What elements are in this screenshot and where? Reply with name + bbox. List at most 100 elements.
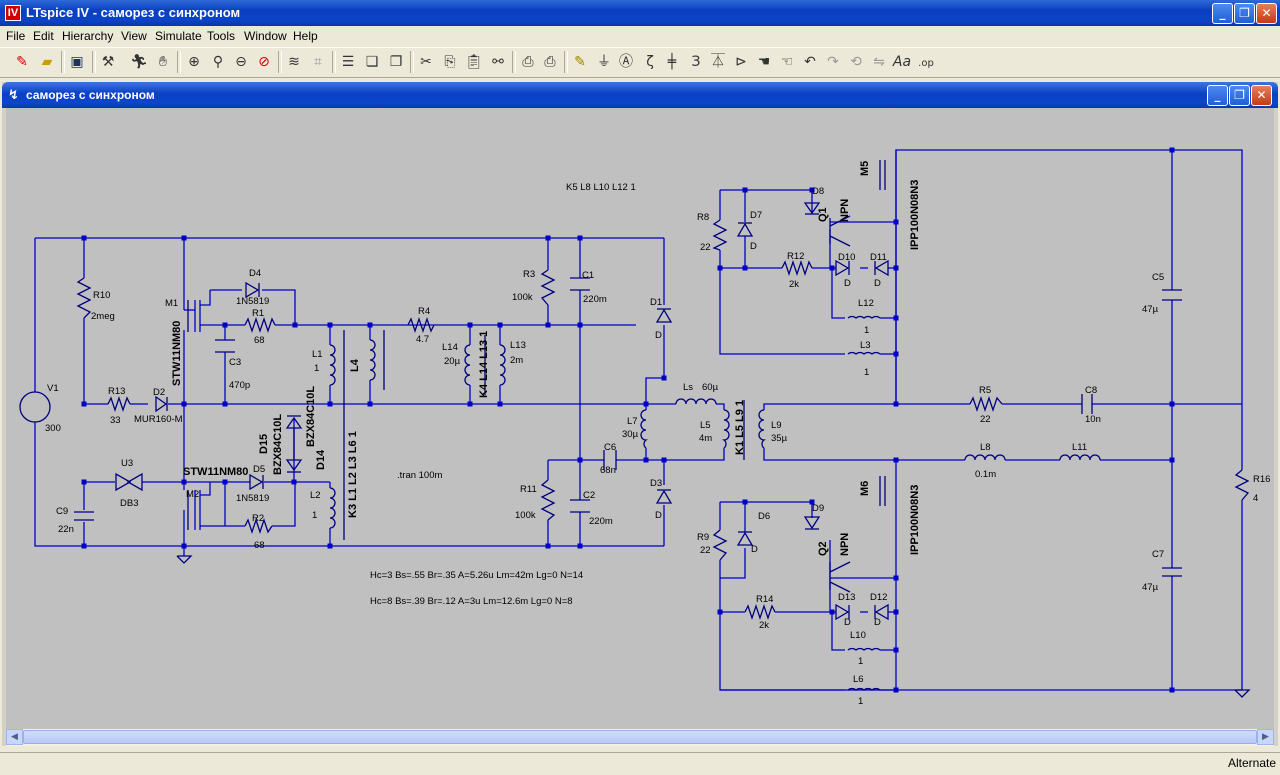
label-lsv[interactable]: 60µ	[702, 382, 719, 393]
new-schematic-icon[interactable]: ✎	[12, 52, 32, 72]
label-r3[interactable]: R3	[523, 269, 535, 280]
label-r16[interactable]: R16	[1253, 474, 1270, 485]
label-d11v[interactable]: D	[874, 278, 881, 289]
diode-icon[interactable]: ⏄	[708, 52, 728, 72]
menu-tools[interactable]: Tools	[207, 29, 235, 43]
child-minimize-button[interactable]: _	[1207, 85, 1228, 106]
label-r14v[interactable]: 2k	[759, 620, 769, 631]
ground-icon[interactable]: ⏚	[594, 52, 614, 72]
menu-simulate[interactable]: Simulate	[155, 29, 202, 43]
label-d1[interactable]: D1	[650, 297, 662, 308]
menu-view[interactable]: View	[121, 29, 147, 43]
label-q1[interactable]: Q1	[817, 207, 829, 222]
scroll-right-icon[interactable]: ▶	[1257, 729, 1274, 745]
label-c9v[interactable]: 22n	[58, 524, 74, 535]
resistor-r3[interactable]	[542, 270, 554, 305]
label-core2[interactable]: Hc=8 Bs=.39 Br=.12 A=3u Lm=12.6m Lg=0 N=…	[370, 596, 573, 607]
close-all-icon[interactable]: ❐	[386, 52, 406, 72]
schematic-icon[interactable]: ↯	[8, 88, 19, 103]
rotate-icon[interactable]: ⟲	[846, 52, 866, 72]
redo-icon[interactable]: ↷	[823, 52, 843, 72]
label-r3v[interactable]: 100k	[512, 292, 533, 303]
resistor-icon[interactable]: ζ	[640, 52, 660, 72]
label-m1v[interactable]: STW11NM80	[171, 321, 183, 386]
open-icon[interactable]: ▰	[37, 52, 57, 72]
label-c6v[interactable]: 68n	[600, 465, 616, 476]
drag-icon[interactable]: ☜	[777, 52, 797, 72]
label-u3v[interactable]: DB3	[120, 498, 138, 509]
label-core1[interactable]: Hc=3 Bs=.55 Br=.35 A=5.26u Lm=42m Lg=0 N…	[370, 570, 583, 581]
label-c2[interactable]: C2	[583, 490, 595, 501]
label-c5[interactable]: C5	[1152, 272, 1164, 283]
label-d14v[interactable]: BZX84C10L	[305, 386, 317, 447]
label-r5v[interactable]: 22	[980, 414, 991, 425]
wire-icon[interactable]: ✎	[570, 52, 590, 72]
label-k4[interactable]: K4 L14 L13 1	[478, 331, 490, 398]
child-maximize-button[interactable]: ❐	[1229, 85, 1250, 106]
label-c3[interactable]: C3	[229, 357, 241, 368]
label-d13[interactable]: D13	[838, 592, 855, 603]
label-l13v[interactable]: 2m	[510, 355, 523, 366]
resistor-r5[interactable]	[970, 398, 1002, 410]
label-d9[interactable]: D9	[812, 503, 824, 514]
label-q2[interactable]: Q2	[817, 541, 829, 556]
resistor-r10[interactable]	[78, 278, 90, 318]
find-icon[interactable]: ⚯	[488, 52, 508, 72]
label-ls[interactable]: Ls	[683, 382, 693, 393]
label-d5[interactable]: D5	[253, 464, 265, 475]
label-d3v[interactable]: D	[655, 510, 662, 521]
label-d7v[interactable]: D	[750, 241, 757, 252]
label-l1[interactable]: L1	[312, 349, 323, 360]
menu-file[interactable]: File	[6, 29, 25, 43]
resistor-r13[interactable]	[108, 398, 130, 410]
label-l8v[interactable]: 0.1m	[975, 469, 996, 480]
child-close-button[interactable]: ✕	[1251, 85, 1272, 106]
label-v1v[interactable]: 300	[45, 423, 61, 434]
label-l5v[interactable]: 4m	[699, 433, 712, 444]
label-c2v[interactable]: 220m	[589, 516, 613, 527]
inductor-icon[interactable]: З	[686, 52, 706, 72]
label-d7[interactable]: D7	[750, 210, 762, 221]
label-u3[interactable]: U3	[121, 458, 133, 469]
label-r5[interactable]: R5	[979, 385, 991, 396]
label-r12[interactable]: R12	[787, 251, 804, 262]
label-l11[interactable]: L11	[1072, 442, 1087, 453]
label-l1v[interactable]: 1	[314, 363, 319, 374]
label-c7[interactable]: C7	[1152, 549, 1164, 560]
label-l14[interactable]: L14	[442, 342, 458, 353]
inductor-l13[interactable]	[500, 345, 505, 385]
label-m2v[interactable]: STW11NM80	[183, 466, 248, 478]
diode-d2[interactable]	[156, 397, 166, 411]
label-r9v[interactable]: 22	[700, 545, 711, 556]
label-d2v[interactable]: MUR160-M	[134, 414, 183, 425]
run-icon[interactable]: 🏃︎	[129, 52, 149, 72]
label-c1v[interactable]: 220m	[583, 294, 607, 305]
label-k3[interactable]: K3 L1 L2 L3 L6 1	[347, 431, 359, 518]
control-panel-icon[interactable]: ⚒	[98, 52, 118, 72]
cascade-icon[interactable]: ❏	[362, 52, 382, 72]
diode-d9[interactable]	[805, 517, 819, 528]
voltage-source-v1[interactable]	[20, 392, 50, 422]
resistor-r1[interactable]	[245, 319, 275, 331]
label-r12v[interactable]: 2k	[789, 279, 799, 290]
diode-d4[interactable]	[246, 283, 258, 297]
label-icon[interactable]: Ⓐ	[616, 52, 636, 72]
resistor-r8[interactable]	[714, 220, 726, 250]
label-k-directive[interactable]: K5 L8 L10 L12 1	[566, 182, 636, 193]
diode-d1[interactable]	[657, 310, 671, 322]
resistor-r16[interactable]	[1236, 470, 1248, 500]
diode-d11[interactable]	[876, 261, 888, 275]
label-d12v[interactable]: D	[874, 617, 881, 628]
halt-icon[interactable]: ✋︎	[153, 52, 173, 72]
print-setup-icon[interactable]: ⎙	[518, 52, 538, 72]
label-l2[interactable]: L2	[310, 490, 321, 501]
label-c6[interactable]: C6	[604, 442, 616, 453]
label-d10[interactable]: D10	[838, 252, 855, 263]
label-l7[interactable]: L7	[627, 416, 638, 427]
fit-icon[interactable]: ⌗	[308, 52, 328, 72]
scrollbar-thumb[interactable]	[23, 730, 1257, 744]
minimize-button[interactable]: _	[1212, 3, 1233, 24]
label-d13v[interactable]: D	[844, 617, 851, 628]
label-r2[interactable]: R2	[252, 513, 264, 524]
scroll-left-icon[interactable]: ◀	[6, 729, 23, 745]
